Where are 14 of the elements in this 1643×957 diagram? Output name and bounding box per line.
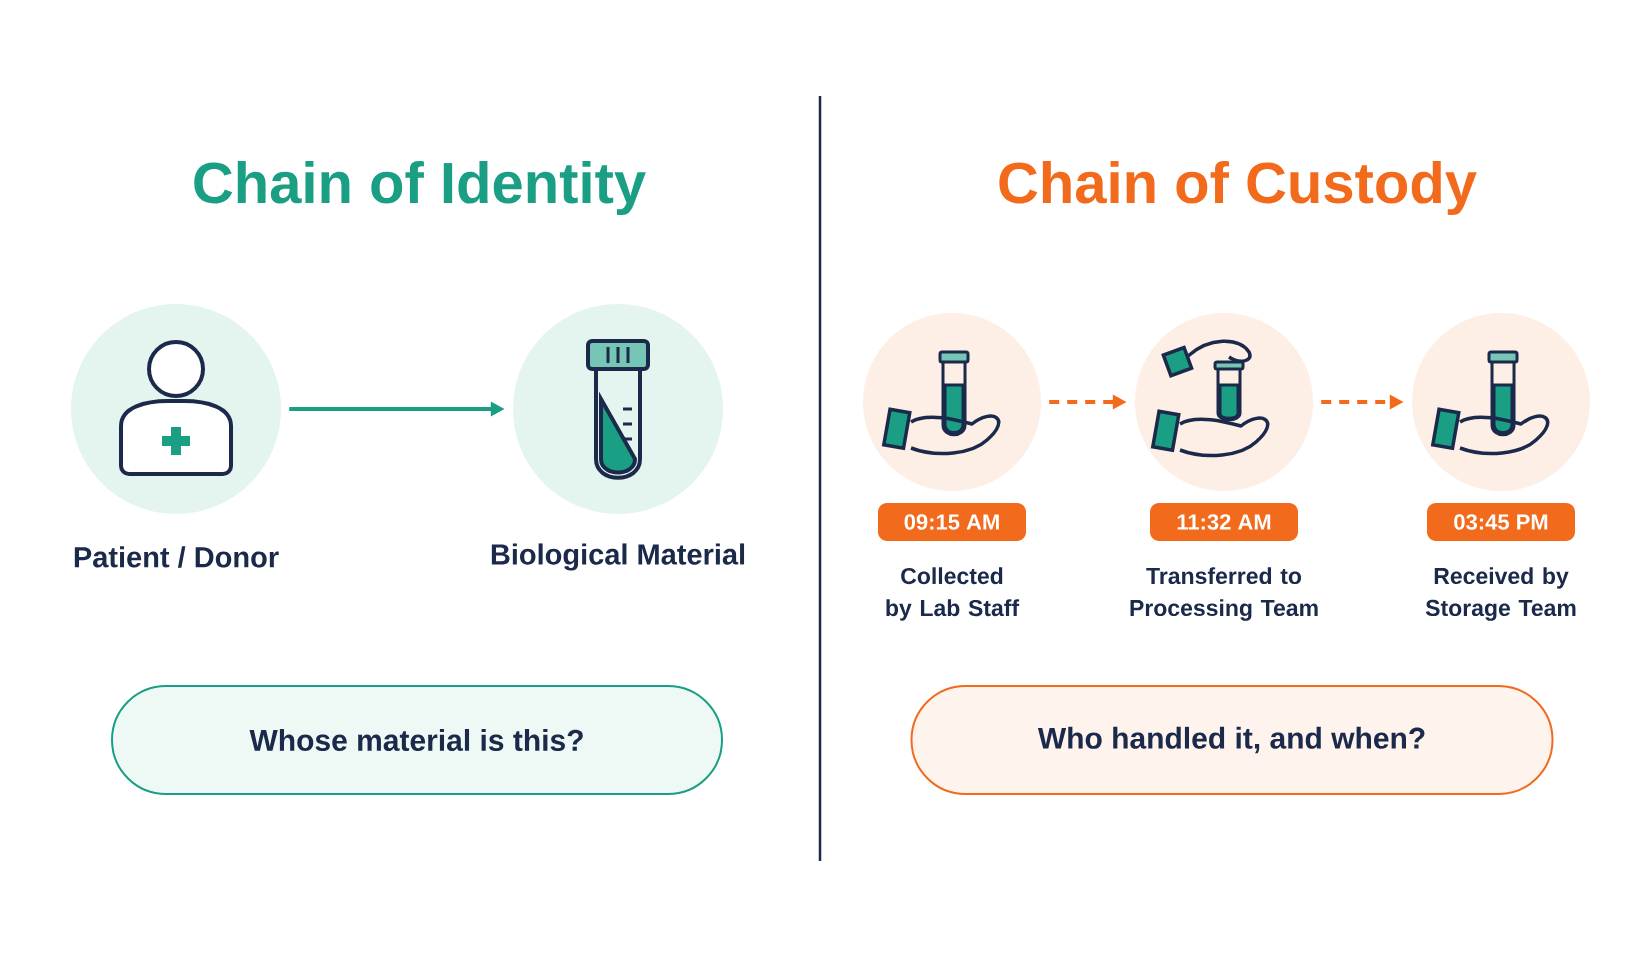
- question-pill: Who handled it, and when?: [910, 685, 1554, 795]
- time-badge: 09:15 AM: [878, 503, 1026, 541]
- step-caption: Received by Storage Team: [1425, 567, 1576, 621]
- question-pill: Whose material is this?: [111, 685, 723, 795]
- heading: Chain of Identity: [194, 160, 646, 215]
- time-badge: 11:32 AM: [1150, 503, 1298, 541]
- node-label: Patient / Donor: [74, 546, 279, 568]
- icon-circle: [863, 313, 1041, 491]
- step-caption: Transferred to Processing Team: [1130, 567, 1318, 621]
- time-badge: 03:45 PM: [1427, 503, 1575, 541]
- step-caption: Collected by Lab Staff: [886, 567, 1020, 621]
- heading: Chain of Custody: [999, 160, 1477, 215]
- node-label: Biological Material: [491, 543, 745, 571]
- icon-circle: [1412, 313, 1590, 491]
